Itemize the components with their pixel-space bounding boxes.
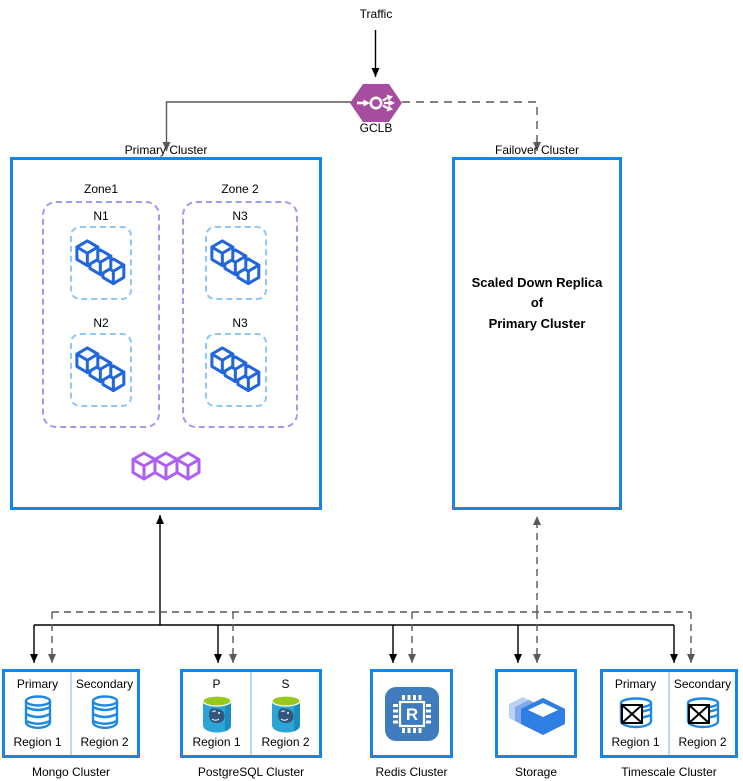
node-n3b-label: N3 xyxy=(232,316,248,330)
failover-cluster-label: Failover Cluster xyxy=(494,143,580,157)
redis-chip-letter: R xyxy=(405,705,417,724)
postgres-region2-label: Region 2 xyxy=(261,735,310,749)
timescale-secondary-label: Secondary xyxy=(673,677,732,691)
node-n2-label: N2 xyxy=(93,316,109,330)
postgres-cluster-box: P Region 1 S Regio xyxy=(180,669,322,758)
failover-cluster-box: Scaled Down Replica of Primary Cluster xyxy=(452,157,622,510)
gclb-icon xyxy=(349,83,403,123)
zone2-box: N3 N3 xyxy=(182,201,298,428)
mongo-secondary-label: Secondary xyxy=(75,677,134,691)
zone2-label: Zone 2 xyxy=(221,182,259,196)
node-n3a-box xyxy=(205,226,267,300)
mongo-primary-half: Primary Region 1 xyxy=(5,672,72,755)
timescale-primary-icon xyxy=(619,697,652,729)
postgresql-primary-icon xyxy=(201,695,232,733)
mongodb-primary-icon xyxy=(24,695,51,730)
workload-cubes-icon xyxy=(75,346,126,393)
memory-chip-icon: R xyxy=(384,686,439,741)
node-n3b-box xyxy=(205,333,267,407)
redis-cluster-box: R xyxy=(370,669,453,758)
postgres-secondary-half: S Region 2 xyxy=(252,672,319,755)
mongo-region1-label: Region 1 xyxy=(13,735,62,749)
mongo-cluster-box: Primary Region 1 Secondary Region 2 xyxy=(2,669,140,758)
postgresql-secondary-icon xyxy=(270,695,301,733)
timescale-primary-label: Primary xyxy=(614,677,657,691)
timescale-primary-half: Primary Region 1 xyxy=(603,672,670,755)
storage-boxes-icon xyxy=(509,696,565,735)
postgres-primary-half: P Region 1 xyxy=(183,672,252,755)
mongo-cluster-title: Mongo Cluster xyxy=(31,765,111,779)
postgres-primary-label: P xyxy=(212,677,221,691)
traffic-label: Traffic xyxy=(359,7,393,21)
failover-text-line2: of xyxy=(530,295,544,311)
mongo-primary-label: Primary xyxy=(16,677,59,691)
workload-cubes-icon xyxy=(75,239,126,286)
dashed-connectors xyxy=(48,516,695,663)
timescale-secondary-half: Secondary Region 2 xyxy=(670,672,735,755)
gclb-links xyxy=(162,101,541,151)
primary-cluster-box: Zone1 N1 N2 Zone 2 N3 xyxy=(10,157,322,510)
timescale-cluster-title: Timescale Cluster xyxy=(621,765,717,779)
storage-title: Storage xyxy=(514,765,558,779)
gclb-to-primary-line xyxy=(162,101,351,151)
timescale-cluster-box: Primary Region 1 Secondary xyxy=(600,669,738,758)
zone1-box: N1 N2 xyxy=(42,201,160,428)
timescale-region2-label: Region 2 xyxy=(678,735,727,749)
postgres-secondary-label: S xyxy=(281,677,290,691)
timescale-region1-label: Region 1 xyxy=(611,735,660,749)
node-n2-box xyxy=(70,333,132,407)
purple-cubes-icon xyxy=(131,450,201,482)
postgres-region1-label: Region 1 xyxy=(192,735,241,749)
mongo-secondary-half: Secondary Region 2 xyxy=(72,672,137,755)
zone1-label: Zone1 xyxy=(83,182,119,196)
node-n1-box xyxy=(70,226,132,300)
node-n3a-label: N3 xyxy=(232,209,248,223)
failover-text-line3: Primary Cluster xyxy=(488,315,586,331)
redis-cluster-title: Redis Cluster xyxy=(375,765,448,779)
node-n1-label: N1 xyxy=(93,209,109,223)
gclb-label: GCLB xyxy=(359,121,393,135)
workload-cubes-icon xyxy=(210,346,261,393)
mongo-region2-label: Region 2 xyxy=(80,735,129,749)
primary-cluster-label: Primary Cluster xyxy=(124,143,208,157)
failover-text-line1: Scaled Down Replica xyxy=(471,275,603,291)
gclb-to-failover-dashed-line xyxy=(402,101,541,151)
timescale-secondary-icon xyxy=(686,697,719,729)
workload-cubes-icon xyxy=(210,239,261,286)
mongodb-secondary-icon xyxy=(91,695,118,730)
postgres-cluster-title: PostgreSQL Cluster xyxy=(197,765,305,779)
storage-box xyxy=(495,669,577,758)
